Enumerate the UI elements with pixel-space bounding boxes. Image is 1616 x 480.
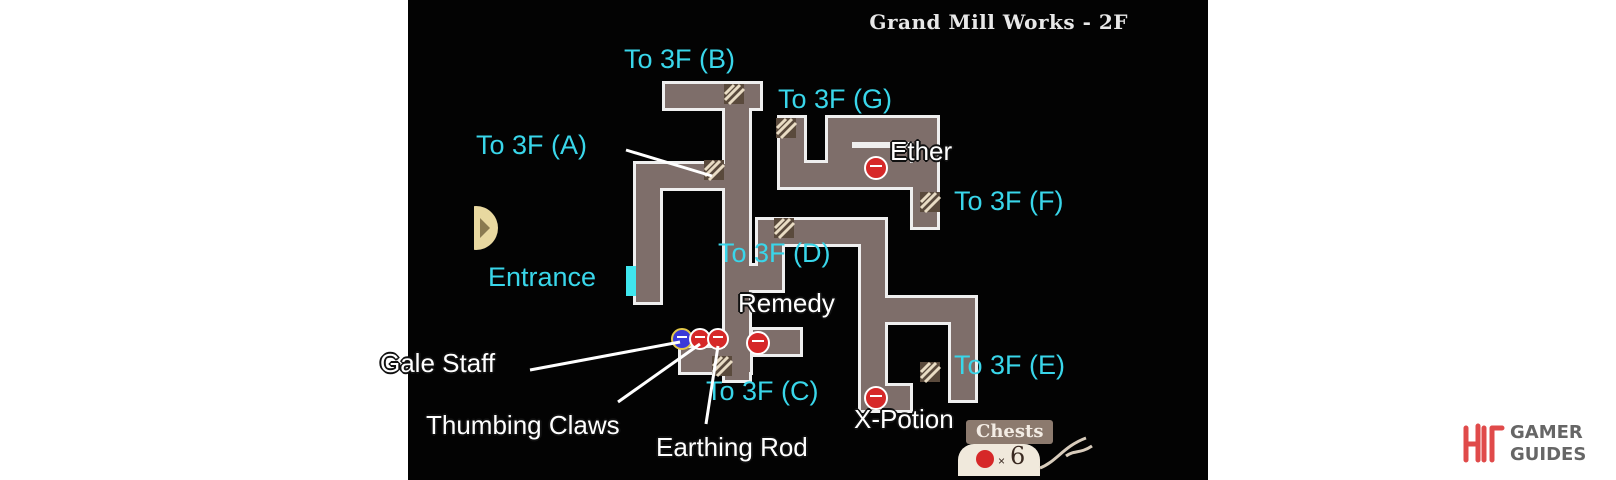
to-3f-c-label: To 3F (C) <box>706 376 819 406</box>
gamer-guides-logo <box>1463 423 1505 463</box>
map-panel: Grand Mill Works - 2F To 3F (B) To 3F (G… <box>408 0 1208 480</box>
treasure-chest-icon[interactable] <box>707 328 729 350</box>
chest-count-box <box>958 444 1040 476</box>
thumbing-claws-label: Thumbing Claws <box>426 410 620 440</box>
gamer-guides-text: GAMER GUIDES <box>1510 422 1586 466</box>
treasure-chest-icon[interactable] <box>864 156 888 180</box>
to-3f-g-label: To 3F (G) <box>778 84 893 114</box>
entrance-label: Entrance <box>488 262 597 292</box>
stairs-icon[interactable] <box>703 159 726 182</box>
chests-tag: Chests <box>966 420 1054 444</box>
stairs-icon[interactable] <box>711 355 734 378</box>
to-3f-d-label: To 3F (D) <box>718 238 831 268</box>
stairs-icon[interactable] <box>773 217 796 240</box>
entrance-glow <box>626 266 636 296</box>
times-sign: × <box>998 454 1006 468</box>
chest-count: 6 <box>1010 442 1026 470</box>
map-title: Grand Mill Works - 2F <box>869 10 1128 34</box>
ether-label: Ether <box>890 136 953 166</box>
stairs-icon[interactable] <box>919 361 942 384</box>
chest-counter: Chests × 6 <box>958 420 1096 476</box>
stairs-icon[interactable] <box>919 191 942 214</box>
treasure-chest-icon <box>976 450 994 468</box>
to-3f-b-label: To 3F (B) <box>624 44 736 74</box>
treasure-chest-icon[interactable] <box>864 386 888 410</box>
to-3f-e-label: To 3F (E) <box>954 350 1066 380</box>
to-3f-a-label: To 3F (A) <box>476 130 588 160</box>
watermark-line1: GAMER <box>1510 422 1583 443</box>
stairs-icon[interactable] <box>723 83 746 106</box>
earthing-rod-label: Earthing Rod <box>656 432 808 462</box>
map-arrow-icon[interactable] <box>408 196 498 260</box>
to-3f-f-label: To 3F (F) <box>954 186 1064 216</box>
gale-staff-label: Gale Staff <box>380 348 496 378</box>
remedy-label: Remedy <box>738 288 835 318</box>
watermark-line2: GUIDES <box>1510 444 1587 465</box>
ornament-icon <box>1039 436 1093 470</box>
stairs-icon[interactable] <box>775 117 798 140</box>
x-potion-label: X-Potion <box>854 404 954 434</box>
treasure-chest-icon[interactable] <box>746 331 770 355</box>
